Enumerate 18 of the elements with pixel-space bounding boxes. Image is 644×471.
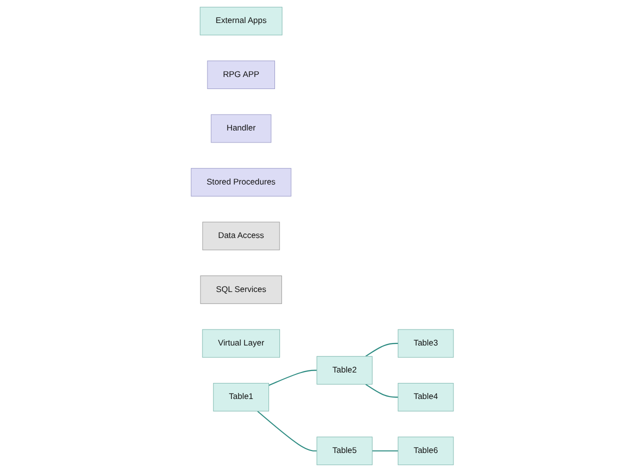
node-box: RPG APP — [206, 60, 275, 89]
node-box: Table5 — [316, 436, 372, 465]
node-box: Table1 — [212, 382, 269, 411]
node-box: External Apps — [200, 6, 282, 35]
node-box: Handler — [210, 114, 272, 142]
node-box: Data Access — [202, 221, 280, 250]
connector — [256, 410, 317, 451]
node-box: Table2 — [316, 356, 372, 384]
connector — [372, 450, 398, 451]
node-box: SQL Services — [200, 275, 282, 304]
connector — [365, 383, 398, 398]
connector — [365, 342, 398, 356]
connector — [268, 369, 317, 386]
node-box: Table4 — [398, 382, 454, 411]
node-box: Virtual Layer — [202, 328, 280, 358]
node-box: Stored Procedures — [190, 168, 292, 196]
node-box: Table3 — [398, 328, 454, 358]
node-box: Table6 — [398, 436, 454, 465]
